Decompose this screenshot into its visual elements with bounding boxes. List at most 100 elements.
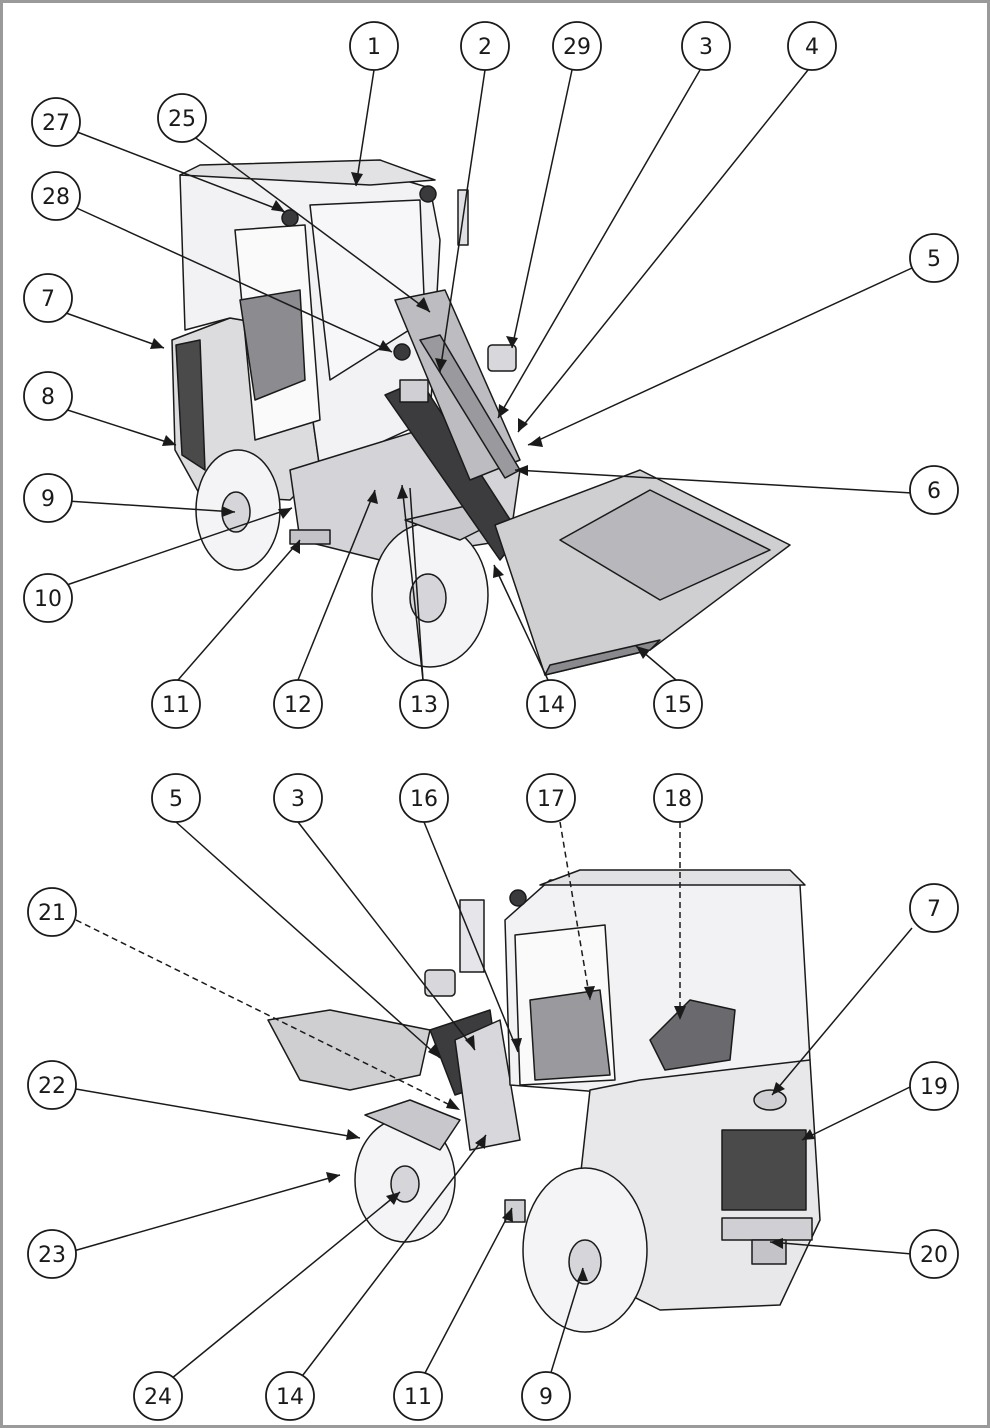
top-leader-lines [51, 69, 913, 681]
callout-14-top: 14 [526, 679, 576, 729]
bottom-loader-illustration [267, 869, 821, 1333]
svg-text:3: 3 [699, 35, 713, 60]
svg-text:11: 11 [404, 1385, 432, 1410]
cab-interior [239, 289, 306, 401]
callout-12: 12 [273, 679, 323, 729]
svg-text:17: 17 [537, 787, 565, 812]
callout-17: 17 [526, 773, 576, 823]
callout-9-bottom: 9 [521, 1371, 571, 1421]
callout-11-top: 11 [151, 679, 201, 729]
callout-16: 16 [399, 773, 449, 823]
svg-text:13: 13 [410, 693, 438, 718]
tow-hitch-rear [289, 529, 331, 545]
top-callouts: 1 2 29 3 4 27 25 28 7 5 8 9 6 10 11 12 1… [23, 21, 959, 729]
svg-text:6: 6 [927, 479, 941, 504]
radiator-grille [721, 1129, 807, 1211]
callout-21: 21 [27, 887, 77, 937]
work-light [393, 343, 411, 361]
front-light [487, 344, 517, 372]
svg-text:23: 23 [38, 1243, 66, 1268]
bottom-callouts: 5 3 16 17 18 21 7 22 19 23 20 24 14 11 9 [27, 773, 959, 1421]
svg-text:7: 7 [41, 287, 55, 312]
rear-wheel-hub-rear-view [568, 1239, 602, 1285]
svg-text:12: 12 [284, 693, 312, 718]
callout-13: 13 [399, 679, 449, 729]
callout-1: 1 [349, 21, 399, 71]
callout-20: 20 [909, 1229, 959, 1279]
svg-text:3: 3 [291, 787, 305, 812]
callout-27: 27 [31, 97, 81, 147]
callout-4: 4 [787, 21, 837, 71]
cab-interior-rear-view [529, 989, 611, 1081]
callout-10: 10 [23, 573, 73, 623]
svg-text:9: 9 [41, 487, 55, 512]
svg-text:28: 28 [42, 185, 70, 210]
callout-23: 23 [27, 1229, 77, 1279]
callout-5-top: 5 [909, 233, 959, 283]
rear-light [753, 1089, 787, 1111]
callout-6: 6 [909, 465, 959, 515]
svg-text:2: 2 [478, 35, 492, 60]
top-arrowheads [150, 172, 650, 659]
bucket-edge [544, 639, 661, 676]
svg-text:29: 29 [563, 35, 591, 60]
svg-text:5: 5 [169, 787, 183, 812]
bucket-rear-view [267, 1009, 431, 1091]
front-fender-rear-view [364, 1099, 461, 1151]
roof-lamp-rear-view [509, 889, 527, 907]
svg-text:15: 15 [664, 693, 692, 718]
cab-roof [179, 159, 436, 186]
callout-8: 8 [23, 371, 73, 421]
callout-19: 19 [909, 1061, 959, 1111]
cab-roof-rear-view [539, 869, 806, 886]
bottom-arrowheads [326, 986, 815, 1281]
svg-text:14: 14 [537, 693, 565, 718]
callout-24: 24 [133, 1371, 183, 1421]
svg-text:25: 25 [168, 107, 196, 132]
callout-15: 15 [653, 679, 703, 729]
svg-text:19: 19 [920, 1075, 948, 1100]
callout-7-bottom: 7 [909, 883, 959, 933]
svg-text:4: 4 [805, 35, 819, 60]
rear-dark-panel [175, 339, 206, 471]
front-light-rear-view [424, 969, 456, 997]
callout-3-bottom: 3 [273, 773, 323, 823]
callout-3: 3 [681, 21, 731, 71]
svg-text:7: 7 [927, 897, 941, 922]
callout-2: 2 [460, 21, 510, 71]
svg-text:16: 16 [410, 787, 438, 812]
svg-text:5: 5 [927, 247, 941, 272]
svg-text:1: 1 [367, 35, 381, 60]
top-loader-illustration [171, 159, 791, 676]
svg-text:22: 22 [38, 1074, 66, 1099]
boom-rear-view [454, 1019, 521, 1151]
callout-9-top: 9 [23, 473, 73, 523]
callout-25: 25 [157, 93, 207, 143]
callout-22: 22 [27, 1060, 77, 1110]
svg-text:24: 24 [144, 1385, 172, 1410]
rear-bumper [721, 1217, 813, 1241]
callout-18: 18 [653, 773, 703, 823]
svg-text:21: 21 [38, 901, 66, 926]
callout-14-bottom: 14 [265, 1371, 315, 1421]
svg-text:8: 8 [41, 385, 55, 410]
callout-5-bottom: 5 [151, 773, 201, 823]
bucket-inner [559, 489, 771, 601]
callout-28: 28 [31, 171, 81, 221]
bottom-dashed-leaders [75, 821, 681, 1111]
svg-text:14: 14 [276, 1385, 304, 1410]
callout-29: 29 [552, 21, 602, 71]
svg-text:20: 20 [920, 1243, 948, 1268]
roof-lamp-right [419, 185, 437, 203]
callout-7-top: 7 [23, 273, 73, 323]
svg-text:9: 9 [539, 1385, 553, 1410]
callout-11-bottom: 11 [393, 1371, 443, 1421]
bucket-pivot-block [399, 379, 429, 403]
svg-text:10: 10 [34, 587, 62, 612]
svg-text:27: 27 [42, 111, 70, 136]
roof-lamp-left [281, 209, 299, 227]
bottom-leader-lines [69, 821, 913, 1393]
svg-text:18: 18 [664, 787, 692, 812]
